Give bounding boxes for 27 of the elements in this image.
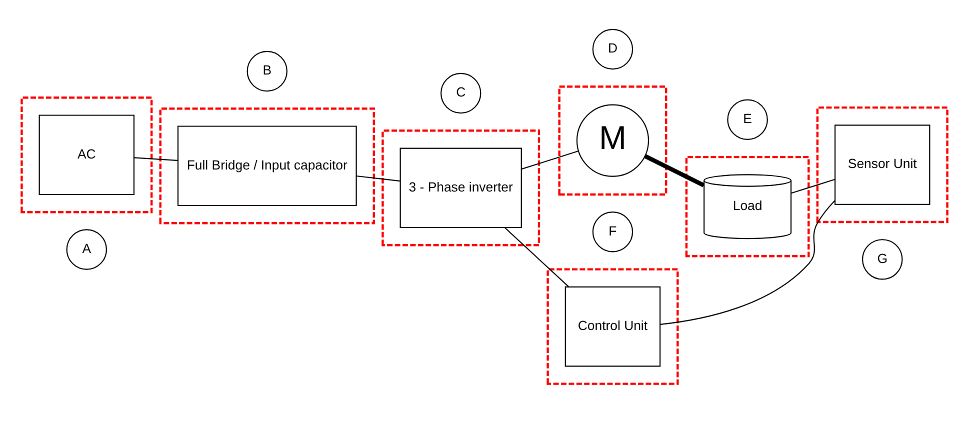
node-circle: C	[440, 72, 482, 114]
node-circle: D	[592, 28, 634, 70]
node-box: AC	[38, 114, 135, 195]
cluster	[816, 106, 948, 223]
connector	[791, 178, 836, 194]
node-circle: A	[66, 228, 107, 270]
cluster	[546, 268, 679, 384]
node-circle: E	[727, 98, 768, 140]
node-circle: F	[592, 211, 634, 252]
connector	[644, 154, 705, 187]
connector	[134, 156, 178, 160]
connector	[660, 200, 836, 324]
node-circle: G	[862, 238, 903, 280]
connector	[356, 174, 400, 182]
cluster	[558, 85, 668, 196]
cluster	[685, 155, 810, 257]
cluster	[159, 107, 375, 224]
cluster	[20, 96, 153, 213]
node-box: Full Bridge / Input capacitor	[177, 125, 357, 206]
node-box: Sensor Unit	[834, 124, 930, 204]
node-circle: B	[246, 50, 288, 92]
connector	[504, 226, 570, 287]
connector	[521, 150, 579, 170]
node-circle: M	[576, 104, 650, 176]
cluster	[382, 129, 540, 246]
node-box: Control Unit	[564, 286, 661, 366]
node-box: 3 - Phase inverter	[400, 147, 522, 228]
